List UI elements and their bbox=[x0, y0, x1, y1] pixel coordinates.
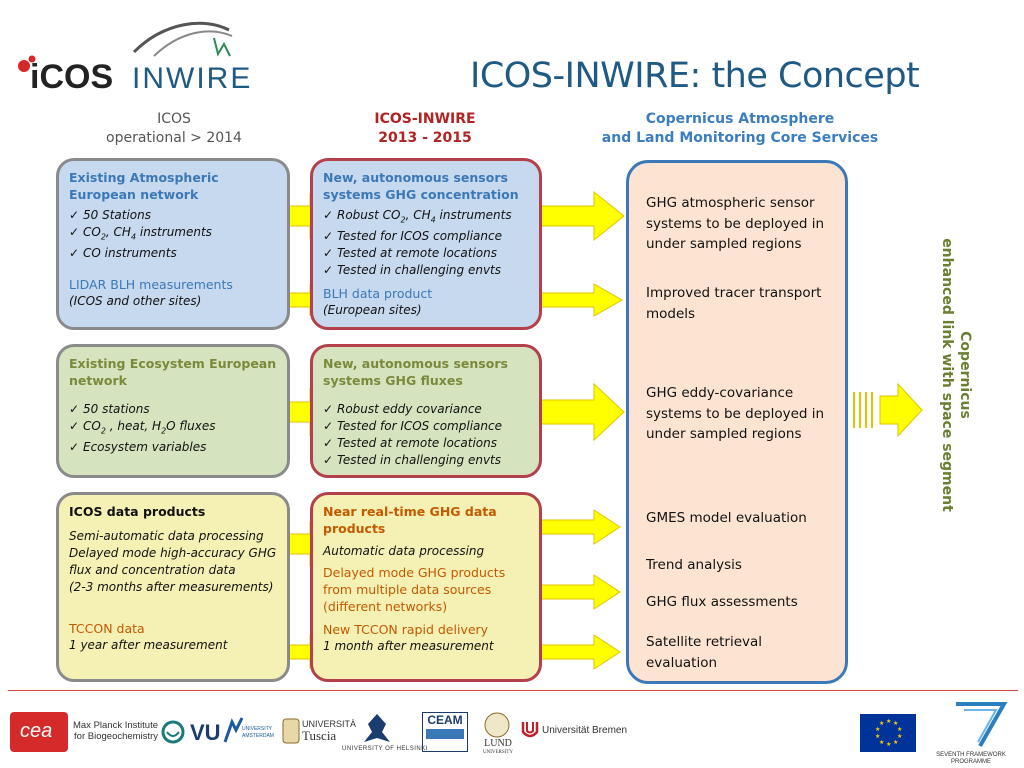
svg-text:★: ★ bbox=[886, 718, 891, 725]
vu-griffin-icon bbox=[223, 717, 244, 743]
bremen-logo: Universität Bremen bbox=[542, 725, 628, 736]
inwire-wordmark: INWIRE bbox=[132, 62, 253, 95]
arrow-row3-d bbox=[539, 574, 621, 610]
right-text-flux-assessments: GHG flux assessments bbox=[646, 594, 798, 610]
svg-text:★: ★ bbox=[879, 720, 884, 727]
svg-text:★: ★ bbox=[897, 733, 902, 740]
svg-text:★: ★ bbox=[879, 739, 884, 746]
arrow-final bbox=[879, 382, 923, 438]
list-item: CO instruments bbox=[69, 245, 277, 262]
svg-text:★: ★ bbox=[893, 720, 898, 727]
arrow-row1-c bbox=[539, 190, 625, 242]
eu-flag-icon: ★★★★ ★★★★ ★★ bbox=[860, 714, 916, 752]
copernicus-services-box bbox=[626, 160, 848, 684]
svg-text:★: ★ bbox=[886, 741, 891, 748]
list-item: CO2, CH4 instruments bbox=[69, 224, 277, 245]
list-item: Tested for ICOS compliance bbox=[323, 228, 529, 245]
helsinki-crest-icon bbox=[364, 714, 390, 742]
list-item: Ecosystem variables bbox=[69, 439, 277, 456]
footer-divider bbox=[8, 690, 1018, 691]
list-item: Tested at remote locations bbox=[323, 245, 529, 262]
list-item: Robust eddy covariance bbox=[323, 401, 529, 418]
arrow-row1-d bbox=[539, 283, 624, 317]
list-item: 50 stations bbox=[69, 401, 277, 418]
right-text-gmes-evaluation: GMES model evaluation bbox=[646, 510, 807, 526]
icos-wordmark: iCOS bbox=[30, 58, 114, 96]
list-item: Tested in challenging envts bbox=[323, 452, 529, 469]
svg-text:★: ★ bbox=[875, 726, 880, 733]
vu-logo: VU bbox=[190, 720, 221, 745]
arrow-row3-c bbox=[539, 509, 621, 545]
tuscia-crest-icon bbox=[282, 718, 300, 744]
svg-text:★: ★ bbox=[897, 726, 902, 733]
list-item: 50 Stations bbox=[69, 207, 277, 224]
ceam-logo: CEAM bbox=[422, 712, 468, 752]
list-item: Tested for ICOS compliance bbox=[323, 418, 529, 435]
cea-logo: cea bbox=[10, 712, 68, 752]
arrow-row2-b bbox=[539, 382, 625, 442]
svg-text:★: ★ bbox=[893, 739, 898, 746]
list-item: Tested at remote locations bbox=[323, 435, 529, 452]
slide-title: ICOS-INWIRE: the Concept bbox=[470, 56, 920, 96]
list-item: CO2 , heat, H2O fluxes bbox=[69, 418, 277, 439]
mpi-logo-icon bbox=[161, 720, 185, 744]
lund-seal-icon bbox=[484, 712, 510, 738]
helsinki-logo: UNIVERSITY OF HELSINKI bbox=[342, 746, 428, 752]
right-text-trend-analysis: Trend analysis bbox=[646, 557, 742, 573]
box-icos-data-products: ICOS data products Semi-automatic data p… bbox=[56, 492, 290, 682]
svg-text:★: ★ bbox=[875, 733, 880, 740]
fp7-logo-icon bbox=[956, 702, 1008, 747]
list-item: Robust CO2, CH4 instruments bbox=[323, 207, 529, 228]
arrow-row3-e bbox=[539, 634, 621, 670]
bremen-icon bbox=[521, 722, 539, 738]
list-item: Tested in challenging envts bbox=[323, 262, 529, 279]
icos-inwire-logo: iCOS INWIRE bbox=[14, 12, 254, 102]
